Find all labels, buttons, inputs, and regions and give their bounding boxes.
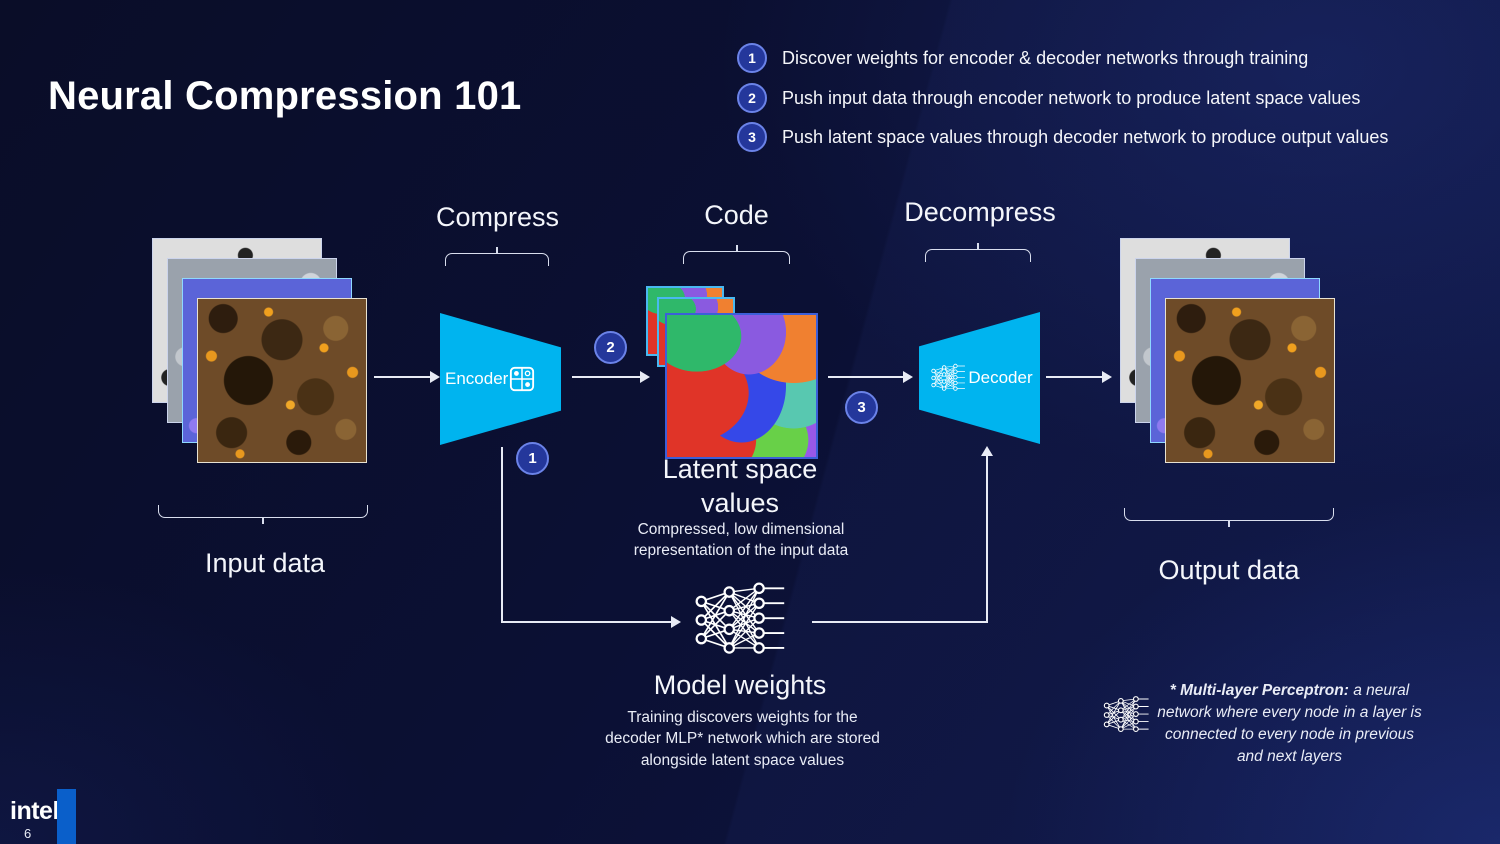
legend-item-1: 1 Discover weights for encoder & decoder… xyxy=(737,43,1308,73)
legend-3-text: Push latent space values through decoder… xyxy=(782,126,1389,147)
output-image-layer-4 xyxy=(1165,298,1335,463)
arrow-input-to-encoder-head xyxy=(430,371,440,383)
connector-encoder-to-weights-hline xyxy=(501,621,671,623)
input-image-stack xyxy=(152,238,368,464)
encoder-label: Encoder xyxy=(445,369,509,388)
latent-image-large xyxy=(665,313,818,459)
step-circle-1: 1 xyxy=(516,442,549,475)
slide-title: Neural Compression 101 xyxy=(48,74,522,118)
latent-image-stack xyxy=(646,286,826,466)
compress-bracket xyxy=(445,253,549,266)
stage-label-code: Code xyxy=(704,200,769,230)
arrow-decoder-to-output-line xyxy=(1046,376,1102,378)
latent-title: Latent space values xyxy=(662,454,818,518)
encoder-trapezoid: Encoder xyxy=(440,313,561,445)
footnote-term: * Multi-layer Perceptron: xyxy=(1169,682,1349,699)
brand-accent-bar xyxy=(57,789,76,844)
stage-label-decompress: Decompress xyxy=(904,197,1056,227)
arrow-encoder-to-latent-line xyxy=(572,376,640,378)
input-data-label: Input data xyxy=(204,548,326,578)
latent-subtitle: Compressed, low dimensional representati… xyxy=(633,521,849,560)
decoder-label: Decoder xyxy=(968,368,1033,387)
model-weights-description: Training discovers weights for the decod… xyxy=(605,709,880,769)
page-number: 6 xyxy=(24,826,32,841)
decoder-mlp-icon xyxy=(930,363,966,393)
input-bracket xyxy=(158,505,368,518)
arrow-latent-to-decoder-line xyxy=(828,376,903,378)
legend-item-3: 3 Push latent space values through decod… xyxy=(737,122,1388,152)
legend-2-text: Push input data through encoder network … xyxy=(782,87,1361,108)
legend-3-badge: 3 xyxy=(737,122,767,152)
connector-encoder-to-weights-head xyxy=(671,616,681,628)
legend-1-text: Discover weights for encoder & decoder n… xyxy=(782,47,1309,68)
legend-2-badge: 2 xyxy=(737,83,767,113)
stage-label-compress: Compress xyxy=(435,202,560,232)
footnote-mlp-icon xyxy=(1102,695,1150,735)
input-image-layer-4 xyxy=(197,298,367,463)
model-weights-title: Model weights xyxy=(653,670,827,700)
decompress-bracket xyxy=(925,249,1031,262)
legend-1-badge: 1 xyxy=(737,43,767,73)
connector-encoder-to-weights-vline xyxy=(501,447,503,622)
step-circle-3: 3 xyxy=(845,391,878,424)
model-weights-icon xyxy=(692,580,787,660)
arrow-encoder-to-latent-head xyxy=(640,371,650,383)
arrow-input-to-encoder-line xyxy=(374,376,430,378)
step-circle-2: 2 xyxy=(594,331,627,364)
legend-item-2: 2 Push input data through encoder networ… xyxy=(737,83,1360,113)
connector-weights-to-decoder-vline xyxy=(986,455,988,623)
decoder-trapezoid: Decoder xyxy=(919,312,1040,444)
arrow-decoder-to-output-head xyxy=(1102,371,1112,383)
connector-weights-to-decoder-head xyxy=(981,446,993,456)
encoder-icon xyxy=(510,366,535,392)
footnote-body: a neural network where every node in a l… xyxy=(1157,682,1422,765)
output-data-label: Output data xyxy=(1158,555,1300,585)
intel-logo: intel xyxy=(10,797,59,825)
connector-weights-to-decoder-hline xyxy=(812,621,988,623)
output-bracket xyxy=(1124,508,1334,521)
footnote-text: * Multi-layer Perceptron: a neural netwo… xyxy=(1152,680,1427,768)
code-bracket xyxy=(683,251,790,264)
output-image-stack xyxy=(1120,238,1336,464)
arrow-latent-to-decoder-head xyxy=(903,371,913,383)
